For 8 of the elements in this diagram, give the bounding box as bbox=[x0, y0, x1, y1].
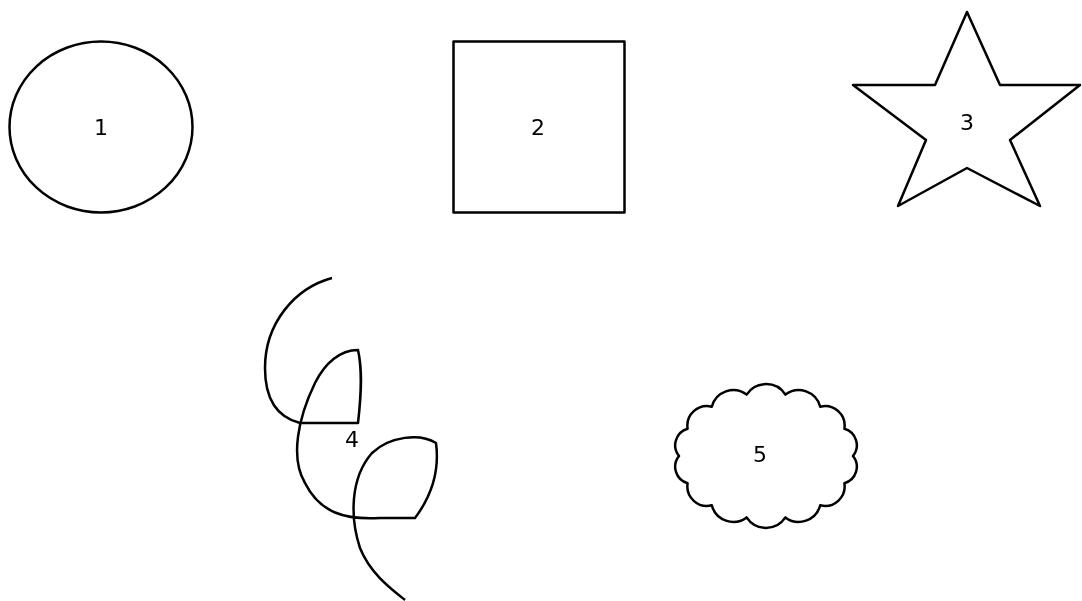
star-shape bbox=[850, 10, 1082, 208]
shape-number: 1 bbox=[94, 117, 108, 139]
shape-number: 3 bbox=[960, 112, 974, 134]
square-shape bbox=[452, 40, 626, 214]
circle-shape bbox=[8, 40, 194, 214]
shape-number: 5 bbox=[753, 444, 767, 466]
shape-number: 4 bbox=[345, 429, 359, 451]
shape-number: 2 bbox=[531, 117, 545, 139]
